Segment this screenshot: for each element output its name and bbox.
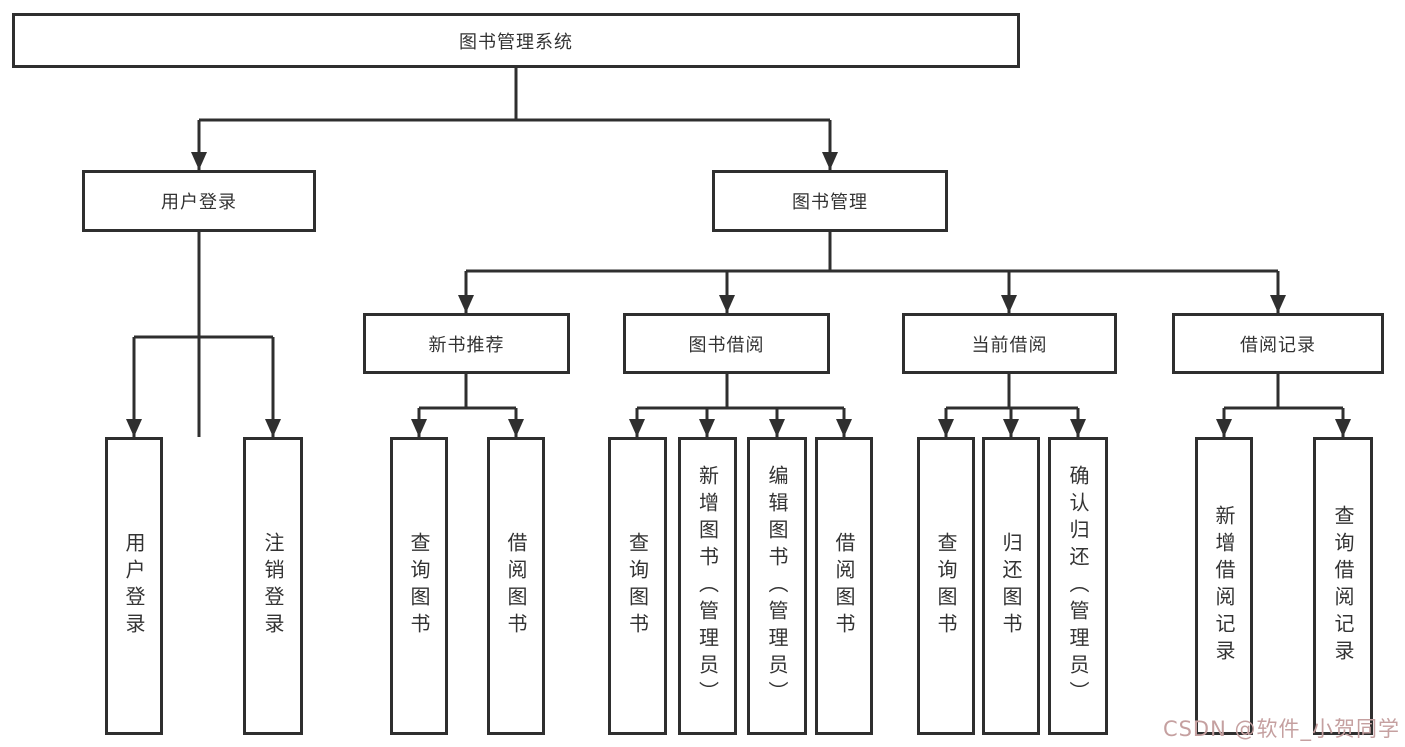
node-book-management: 图书管理 — [712, 170, 948, 232]
node-new-book-recommendation-label: 新书推荐 — [428, 334, 505, 356]
node-user-login: 用户登录 — [82, 170, 316, 232]
leaf-current-query-book: 查询图书 — [917, 437, 975, 735]
node-book-borrowing-label: 图书借阅 — [688, 334, 765, 356]
leaf-logout-label: 注销登录 — [261, 532, 285, 640]
node-current-borrowing-label: 当前借阅 — [971, 334, 1048, 356]
node-book-management-label: 图书管理 — [792, 192, 868, 213]
leaf-user-login-label: 用户登录 — [122, 532, 146, 640]
leaf-records-query-record: 查询借阅记录 — [1313, 437, 1373, 735]
node-new-book-recommendation: 新书推荐 — [363, 313, 570, 374]
node-current-borrowing: 当前借阅 — [902, 313, 1117, 374]
leaf-borrowing-query-book: 查询图书 — [608, 437, 667, 735]
leaf-current-confirm-return-admin-label: 确认归还（管理员） — [1066, 464, 1090, 708]
leaf-records-add-record-label: 新增借阅记录 — [1212, 505, 1236, 667]
leaf-current-return-book-label: 归还图书 — [999, 532, 1023, 640]
leaf-borrowing-query-book-label: 查询图书 — [625, 532, 650, 640]
leaf-records-query-record-label: 查询借阅记录 — [1331, 505, 1355, 667]
node-root-label: 图书管理系统 — [459, 31, 573, 53]
leaf-borrowing-edit-book-admin-label: 编辑图书（管理员） — [765, 464, 789, 708]
leaf-current-return-book: 归还图书 — [982, 437, 1040, 735]
leaf-recommend-borrow-book-label: 借阅图书 — [504, 532, 528, 640]
leaf-borrowing-edit-book-admin: 编辑图书（管理员） — [747, 437, 807, 735]
leaf-user-login: 用户登录 — [105, 437, 163, 735]
node-borrowing-records: 借阅记录 — [1172, 313, 1384, 374]
node-borrowing-records-label: 借阅记录 — [1240, 334, 1316, 356]
watermark: CSDN @软件_小贺同学 — [1162, 717, 1400, 741]
leaf-borrowing-add-book-admin: 新增图书（管理员） — [678, 437, 737, 735]
leaf-borrowing-borrow-book: 借阅图书 — [815, 437, 873, 735]
node-root: 图书管理系统 — [12, 13, 1020, 68]
leaf-recommend-borrow-book: 借阅图书 — [487, 437, 545, 735]
leaf-borrowing-borrow-book-label: 借阅图书 — [832, 532, 856, 640]
leaf-borrowing-add-book-admin-label: 新增图书（管理员） — [695, 464, 720, 708]
leaf-current-query-book-label: 查询图书 — [934, 532, 958, 640]
node-user-login-label: 用户登录 — [161, 192, 237, 213]
leaf-records-add-record: 新增借阅记录 — [1195, 437, 1253, 735]
leaf-logout: 注销登录 — [243, 437, 303, 735]
leaf-recommend-query-book-label: 查询图书 — [407, 532, 431, 640]
leaf-current-confirm-return-admin: 确认归还（管理员） — [1048, 437, 1108, 735]
node-book-borrowing: 图书借阅 — [623, 313, 830, 374]
leaf-recommend-query-book: 查询图书 — [390, 437, 448, 735]
